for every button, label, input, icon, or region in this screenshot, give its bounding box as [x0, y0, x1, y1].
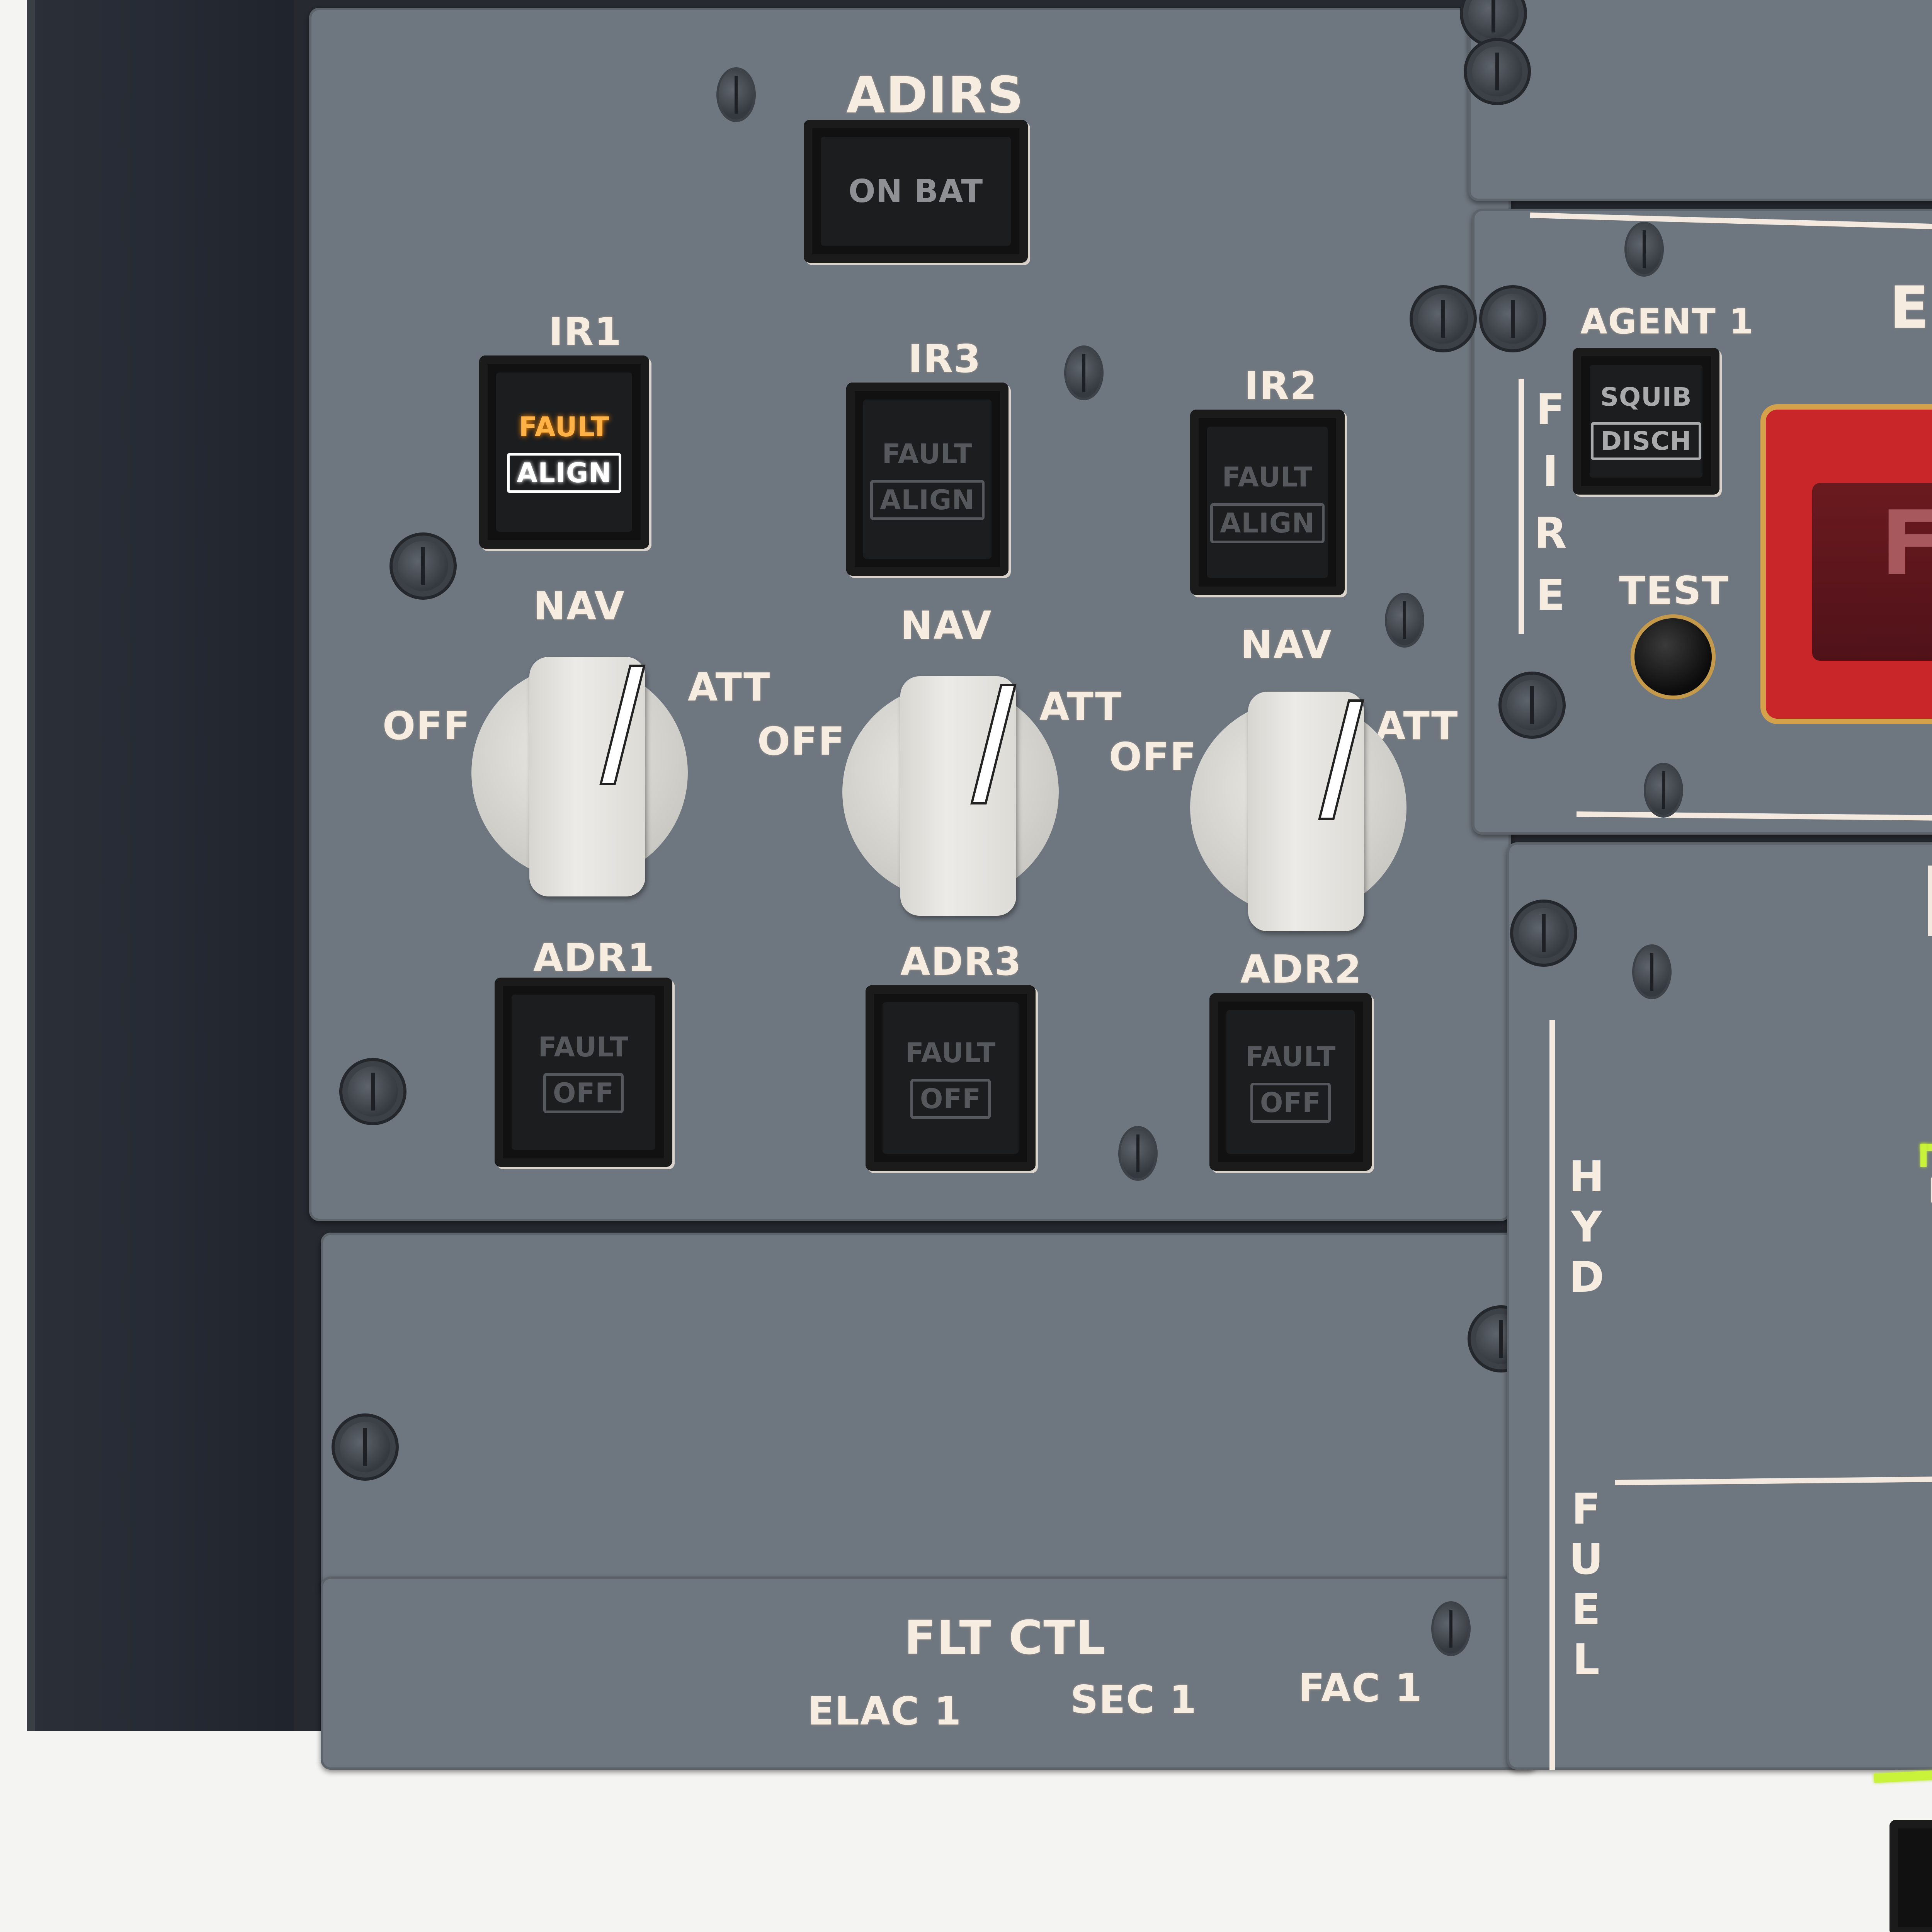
ir3-fault-light: FAULT [882, 438, 973, 470]
hyd-section-rule [1549, 1020, 1555, 1770]
selector1-att-label: ATT [688, 665, 771, 710]
adr2-label: ADR2 [1240, 947, 1362, 992]
ir1-fault-light: FAULT [519, 411, 610, 443]
fire-test-button[interactable] [1634, 618, 1712, 696]
sec1-label: SEC 1 [1070, 1677, 1197, 1722]
selector1-nav-label: NAV [533, 583, 625, 629]
panel-frame [27, 0, 313, 1731]
panel-screw [340, 1422, 390, 1472]
panel-screw [1472, 46, 1522, 97]
panel-screw [1468, 0, 1519, 39]
hyd-fuel-divider [1615, 1469, 1932, 1485]
panel-screw [1627, 224, 1662, 274]
selector2-nav-label: NAV [900, 603, 992, 648]
fire-section-rule [1519, 379, 1524, 634]
ir3-label: IR3 [908, 336, 981, 381]
ir2-mode-selector-knob[interactable] [1190, 676, 1422, 939]
ir2-align-light: ALIGN [1210, 503, 1325, 543]
agent1-disch-light: DISCH [1591, 422, 1701, 460]
on-bat-button[interactable]: ON BAT [804, 120, 1028, 263]
panel-screw [1434, 1604, 1468, 1654]
blank-panel [321, 1233, 1519, 1596]
fac1-label: FAC 1 [1298, 1665, 1423, 1711]
panel-screw [1387, 595, 1422, 645]
adr3-label: ADR3 [900, 939, 1022, 984]
elac1-label: ELAC 1 [808, 1689, 962, 1734]
ir3-button[interactable]: FAULT ALIGN [846, 383, 1009, 576]
panel-screw [719, 70, 753, 120]
adr1-off-light: OFF [543, 1073, 624, 1113]
adr2-off-light: OFF [1250, 1083, 1331, 1123]
ir1-mode-selector-knob[interactable] [471, 641, 703, 904]
fuel-pump1-button[interactable] [1889, 1820, 1932, 1932]
adr1-button[interactable]: FAULT OFF [495, 978, 672, 1167]
ir3-mode-selector-knob[interactable] [842, 661, 1074, 923]
green-system-label: GREEN [1928, 866, 1932, 936]
fire-top-rule [1530, 213, 1932, 248]
adirs-title: ADIRS [846, 66, 1024, 124]
ir1-button[interactable]: FAULT ALIGN [479, 355, 649, 549]
adirs-panel: ADIRS ON BAT IR1 IR3 IR2 FAULT ALIGN FAU… [309, 8, 1511, 1221]
panel-screw [398, 541, 448, 591]
adr2-button[interactable]: FAULT OFF [1209, 993, 1372, 1171]
adr3-off-light: OFF [910, 1079, 991, 1119]
agent1-label: AGENT 1 [1580, 301, 1754, 342]
panel-screw [1634, 947, 1669, 997]
adr3-button[interactable]: FAULT OFF [866, 985, 1036, 1171]
ir1-align-light: ALIGN [507, 453, 621, 493]
adr1-label: ADR1 [533, 935, 655, 980]
eng1-pump-label: ENG 1 PUMP [1928, 1171, 1932, 1211]
fuel-pumps-bracket [1874, 1751, 1932, 1783]
panel-screw [1646, 765, 1681, 815]
adr3-fault-light: FAULT [905, 1037, 996, 1069]
ir3-align-light: ALIGN [870, 480, 985, 520]
adr2-fault-light: FAULT [1245, 1041, 1336, 1073]
fire-bottom-rule [1576, 811, 1932, 827]
agent1-squib-disch-button[interactable]: SQUIB DISCH [1573, 348, 1719, 495]
hyd-fuel-panel: HYD GREEN ENG 1 PUMP FAULT OFF RAT MAN O… [1507, 842, 1932, 1932]
agent1-squib-light: SQUIB [1600, 382, 1692, 412]
ir2-button[interactable]: FAULT ALIGN [1190, 410, 1345, 595]
panel-screw [1507, 680, 1557, 730]
selector3-off-label: OFF [1109, 734, 1197, 779]
bracket-end [1920, 1144, 1927, 1167]
selector3-att-label: ATT [1376, 703, 1459, 748]
test-label: TEST [1619, 568, 1729, 613]
panel-screw [348, 1066, 398, 1117]
ir1-label: IR1 [549, 309, 622, 354]
ir2-fault-light: FAULT [1222, 461, 1313, 493]
on-bat-label: ON BAT [848, 173, 983, 210]
panel-screw [1121, 1128, 1155, 1179]
panel-screw [1488, 294, 1538, 344]
selector1-off-label: OFF [383, 703, 471, 748]
adr1-fault-light: FAULT [538, 1031, 629, 1063]
panel-screw [1519, 908, 1569, 958]
selector2-off-label: OFF [757, 719, 845, 764]
flt-ctl-title: FLT CTL [904, 1611, 1106, 1665]
flt-ctl-panel: FLT CTL ELAC 1 SEC 1 FAC 1 [321, 1577, 1538, 1770]
upper-right-panel [1468, 0, 1932, 201]
selector3-nav-label: NAV [1240, 622, 1332, 667]
panel-screw [1418, 294, 1468, 344]
panel-screw [1066, 348, 1101, 398]
selector2-att-label: ATT [1039, 684, 1122, 729]
eng1-fire-title: ENG 1 [1889, 274, 1932, 342]
ir2-label: IR2 [1244, 363, 1318, 408]
